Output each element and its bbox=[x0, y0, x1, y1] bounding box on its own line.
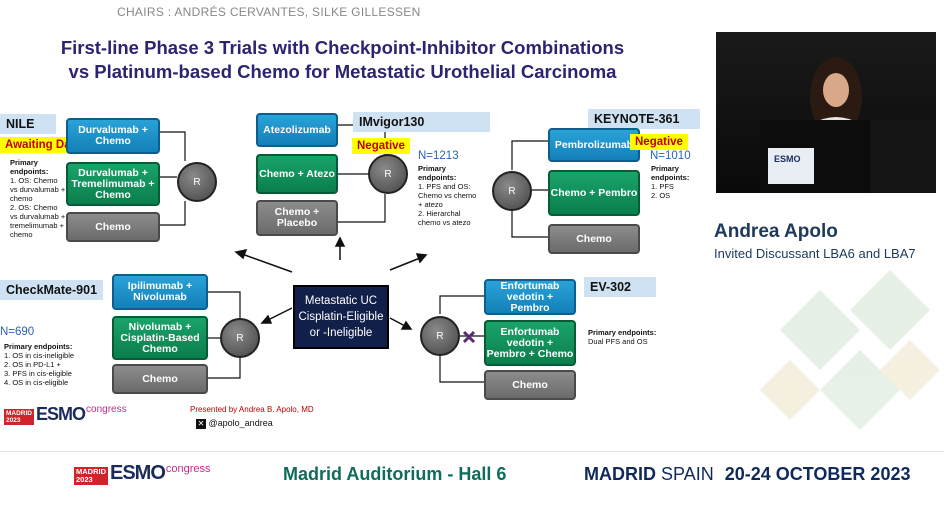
logo-year-line2: 2023 bbox=[6, 417, 21, 424]
randomization-node-imvigor130: R bbox=[368, 154, 408, 194]
endpoint-item: 2. Hierarchal chemo vs atezo bbox=[418, 209, 471, 227]
randomization-node-ev302: R bbox=[420, 316, 460, 356]
randomization-node-nile: R bbox=[177, 162, 217, 202]
arm-keynote-1: Pembrolizumab bbox=[548, 128, 640, 162]
logo-suffix: congress bbox=[86, 404, 127, 415]
population-box: Metastatic UC Cisplatin-Eligible or -Ine… bbox=[293, 285, 389, 349]
trial-label-nile: NILE bbox=[0, 114, 56, 134]
arm-nile-1: Durvalumab + Chemo bbox=[66, 118, 160, 154]
logo-brand: ESMO bbox=[110, 462, 166, 484]
trial-label-keynote361: KEYNOTE-361 bbox=[588, 109, 700, 129]
status-badge-imvigor130: Negative bbox=[352, 138, 410, 154]
endpoint-item: 1. OS: Chemo vs durvalumab + chemo bbox=[10, 176, 66, 203]
logo-year-line1: MADRID bbox=[76, 467, 106, 476]
speaker-role: Invited Discussant LBA6 and LBA7 bbox=[714, 246, 916, 261]
logo-year-line1: MADRID bbox=[6, 410, 32, 417]
event-footer-bar bbox=[0, 451, 944, 499]
population-line1: Metastatic UC bbox=[304, 295, 378, 307]
endpoints-title: Primary endpoints: bbox=[588, 328, 657, 337]
city-name: MADRID bbox=[584, 464, 656, 484]
speaker-video: ESMO bbox=[716, 32, 936, 193]
speaker-video-frame: ESMO bbox=[716, 32, 936, 193]
arm-checkmate-3: Chemo bbox=[112, 364, 208, 394]
endpoint-item: 4. OS in cis-eligible bbox=[4, 378, 69, 387]
arm-checkmate-1: Ipilimumab + Nivolumab bbox=[112, 274, 208, 310]
randomization-node-checkmate901: R bbox=[220, 318, 260, 358]
logo-year-badge: MADRID 2023 bbox=[4, 409, 34, 425]
arm-imvigor-3: Chemo + Placebo bbox=[256, 200, 338, 236]
presentation-slide: First-line Phase 3 Trials with Checkpoin… bbox=[0, 22, 705, 435]
randomization-node-keynote361: R bbox=[492, 171, 532, 211]
country-name: SPAIN bbox=[661, 464, 714, 484]
x-icon: ✕ bbox=[196, 418, 206, 429]
esmo-logo-footer: MADRID 2023 ESMO congress bbox=[74, 462, 211, 485]
sample-size-keynote361: N=1010 bbox=[650, 150, 691, 162]
arm-nile-2: Durvalumab + Tremelimumab + Chemo bbox=[66, 162, 160, 206]
logo-year-line2: 2023 bbox=[76, 475, 93, 484]
logo-year-badge: MADRID 2023 bbox=[74, 467, 108, 485]
arm-ev302-2: Enfortumab vedotin + Pembro + Chemo bbox=[484, 320, 576, 366]
population-line3: or -Ineligible bbox=[309, 327, 373, 339]
logo-brand: ESMO bbox=[36, 404, 86, 424]
slide-title-line1: First-line Phase 3 Trials with Checkpoin… bbox=[60, 37, 625, 58]
endpoints-nile: Primary endpoints: 1. OS: Chemo vs durva… bbox=[10, 158, 66, 239]
status-badge-nile: Awaiting Data bbox=[0, 137, 86, 153]
logo-suffix: congress bbox=[165, 463, 211, 475]
trial-connector-lines bbox=[160, 124, 548, 383]
esmo-logo-slide: MADRID 2023 ESMO congress bbox=[4, 404, 127, 425]
venue-label: Madrid Auditorium - Hall 6 bbox=[283, 464, 507, 484]
decorative-pattern bbox=[760, 270, 940, 430]
social-handle-text: @apolo_andrea bbox=[208, 418, 273, 428]
population-line2: Cisplatin-Eligible bbox=[298, 311, 384, 323]
social-handle: ✕ @apolo_andrea bbox=[196, 418, 273, 429]
endpoint-item: 3. PFS in cis-eligible bbox=[4, 369, 72, 378]
status-badge-keynote361: Negative bbox=[630, 134, 688, 150]
arm-ev302-3: Chemo bbox=[484, 370, 576, 400]
endpoints-title: Primary endpoints: bbox=[4, 342, 73, 351]
endpoint-item: 1. OS in cis-ineligible bbox=[4, 351, 75, 360]
trial-label-checkmate901: CheckMate-901 bbox=[0, 280, 103, 300]
svg-text:ESMO: ESMO bbox=[774, 154, 801, 164]
endpoint-item: 2. OS in PD-L1 + bbox=[4, 360, 61, 369]
endpoint-item: 2. OS: Chemo vs durvalumab + tremelimuma… bbox=[10, 203, 66, 239]
event-dates: 20-24 OCTOBER 2023 bbox=[724, 464, 911, 484]
location-dates: MADRID SPAIN 20-24 OCTOBER 2023 bbox=[584, 464, 910, 485]
endpoints-checkmate901: Primary endpoints: 1. OS in cis-ineligib… bbox=[4, 342, 104, 387]
arm-keynote-2: Chemo + Pembro bbox=[548, 170, 640, 216]
endpoint-item: 1. PFS and OS: Chemo vs chemo + atezo bbox=[418, 182, 477, 209]
slide-title-line2: vs Platinum-based Chemo for Metastatic U… bbox=[68, 61, 617, 82]
trial-label-ev302: EV-302 bbox=[584, 277, 656, 297]
arm-imvigor-2: Chemo + Atezo bbox=[256, 154, 338, 194]
endpoints-imvigor130: Primary endpoints: 1. PFS and OS: Chemo … bbox=[418, 164, 480, 227]
endpoints-title: Primary endpoints: bbox=[418, 164, 457, 182]
arm-ev302-1: Enfortumab vedotin + Pembro bbox=[484, 279, 576, 315]
sample-size-checkmate901: N=690 bbox=[0, 326, 35, 338]
endpoint-item: 2. OS bbox=[651, 191, 671, 200]
endpoints-keynote361: Primary endpoints: 1. PFS 2. OS bbox=[651, 164, 701, 200]
endpoints-ev302: Primary endpoints: Dual PFS and OS bbox=[588, 328, 668, 346]
endpoint-item: Dual PFS and OS bbox=[588, 337, 648, 346]
arm-nile-3: Chemo bbox=[66, 212, 160, 242]
speaker-name: Andrea Apolo bbox=[714, 221, 838, 242]
trial-label-imvigor130: IMvigor130 bbox=[353, 112, 490, 132]
endpoints-title: Primary endpoints: bbox=[10, 158, 49, 176]
endpoint-item: 1. PFS bbox=[651, 182, 674, 191]
presented-by: Presented by Andrea B. Apolo, MD bbox=[190, 405, 314, 414]
endpoints-title: Primary endpoints: bbox=[651, 164, 690, 182]
sample-size-imvigor130: N=1213 bbox=[418, 150, 459, 162]
arm-imvigor-1: Atezolizumab bbox=[256, 113, 338, 147]
arm-checkmate-2: Nivolumab + Cisplatin-Based Chemo bbox=[112, 316, 208, 360]
arm-keynote-3: Chemo bbox=[548, 224, 640, 254]
chairs-label: CHAIRS : ANDRÉS CERVANTES, SILKE GILLESS… bbox=[117, 5, 421, 19]
